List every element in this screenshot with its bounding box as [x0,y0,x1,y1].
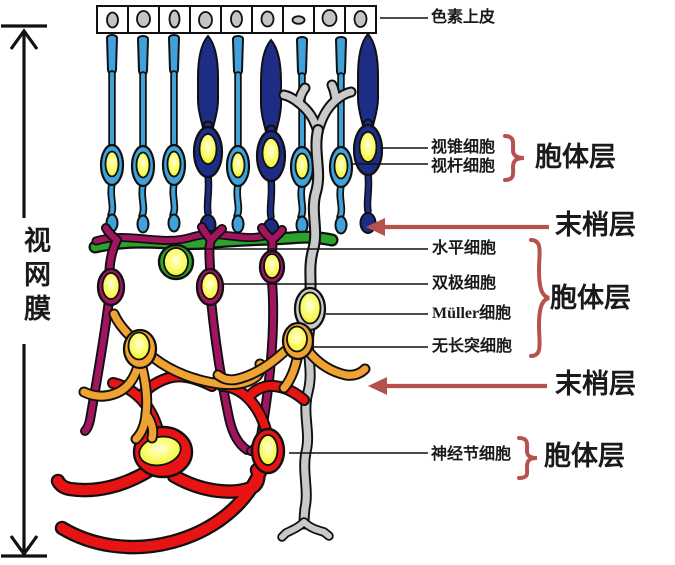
label-pigment-epithelium: 色素上皮 [431,9,496,26]
label-soma-layer-top: 胞体层 [535,142,616,172]
label-cone-cell: 视锥细胞 [431,139,496,156]
label-ganglion-cell: 神经节细胞 [431,446,512,463]
label-soma-layer-bottom: 胞体层 [544,441,625,471]
label-horizontal-cell: 水平细胞 [432,240,497,257]
label-terminal-layer-top: 末梢层 [555,210,636,240]
layer-braces [503,134,550,480]
terminal-layer-arrows [366,218,549,395]
retina-span-arrow [1,24,47,558]
label-lines [194,17,428,454]
label-rod-cell: 视杆细胞 [431,158,496,175]
photoreceptor-cells [101,34,382,239]
pigment-epithelium-row [96,5,377,34]
label-bipolar-cell: 双极细胞 [432,275,497,292]
label-soma-layer-middle: 胞体层 [550,283,631,313]
bipolar-cells [80,222,287,456]
retina-title: 视网膜 [20,226,50,328]
amacrine-cells [78,308,371,445]
label-muller-cell: Müller细胞 [432,305,512,322]
label-amacrine-cell: 无长突细胞 [432,338,513,355]
muller-cell [277,79,357,542]
label-terminal-layer-bottom: 末梢层 [555,369,636,399]
